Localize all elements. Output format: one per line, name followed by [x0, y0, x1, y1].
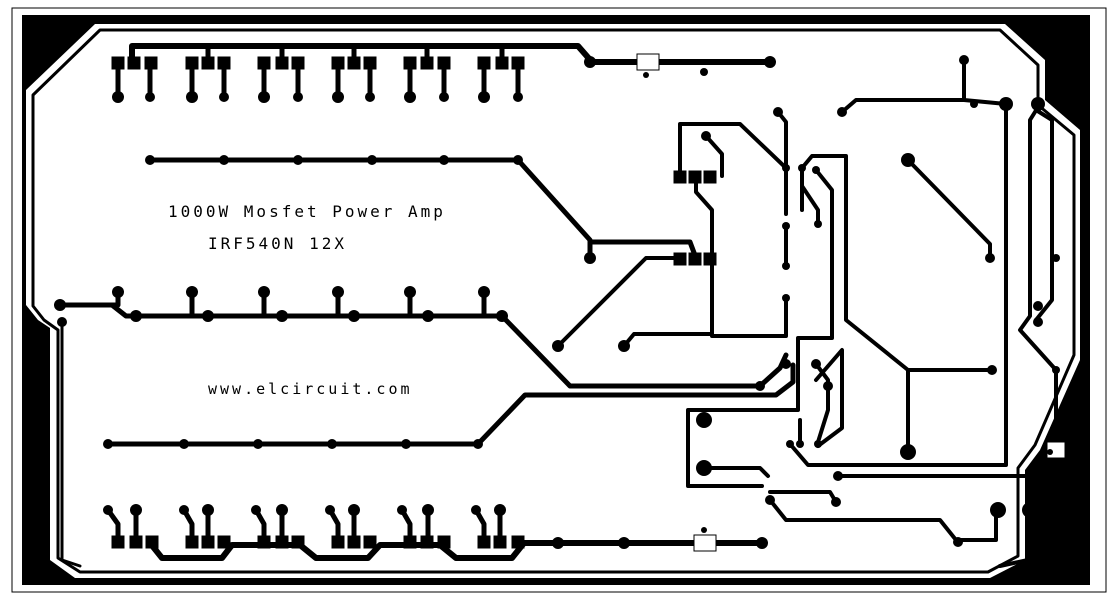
- round-pads: [54, 55, 1071, 549]
- board-title: 1000W Mosfet Power Amp: [168, 202, 446, 221]
- pads: [111, 56, 717, 549]
- inner-outline: [31, 28, 1076, 574]
- trace-left-return: [60, 320, 82, 568]
- resistor-outlines: [636, 53, 1066, 552]
- trace-lower-bus: [105, 362, 796, 447]
- bottom-transistor-legs: [105, 507, 503, 543]
- substrate-area: [26, 24, 1080, 578]
- trace-bottom-rail: [147, 540, 765, 561]
- board-website: www.elcircuit.com: [208, 380, 413, 398]
- board-subtitle: IRF540N 12X: [208, 234, 347, 253]
